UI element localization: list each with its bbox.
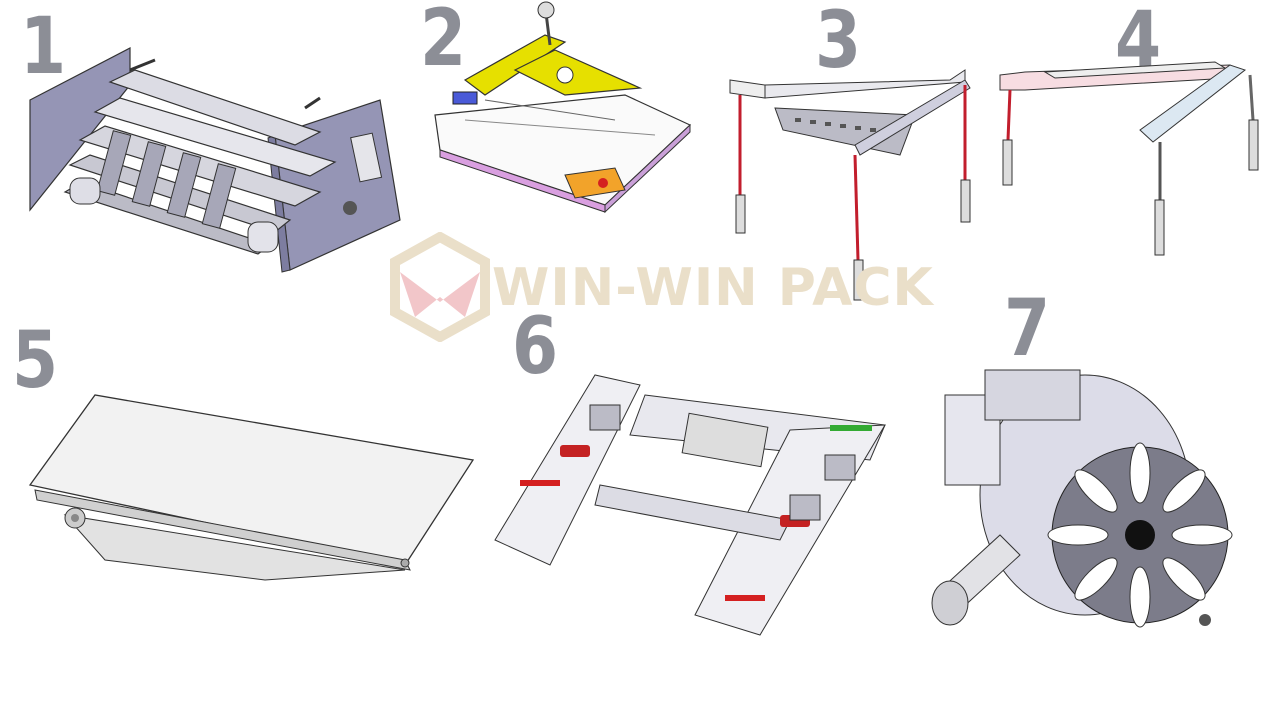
component-label-1: 1 [20,2,67,92]
win-win-pack-watermark: WIN-WIN PACK [390,232,933,342]
guide-frame-3-drawing [729,69,971,301]
roller-slitting-unit-drawing [29,47,401,273]
unwind-base-frame-drawing [494,374,886,636]
cutting-table-drawing [434,1,692,214]
win-win-pack-logo-icon [390,232,490,342]
component-label-3: 3 [815,0,862,86]
watermark-text: WIN-WIN PACK [492,258,934,318]
unwind-reel-drawing [931,369,1233,628]
component-label-7: 7 [1004,284,1051,374]
component-label-6: 6 [512,302,559,392]
component-label-2: 2 [420,0,467,84]
belt-conveyor-drawing [28,394,475,581]
guide-frame-4-drawing [999,61,1259,256]
component-label-5: 5 [12,316,59,406]
